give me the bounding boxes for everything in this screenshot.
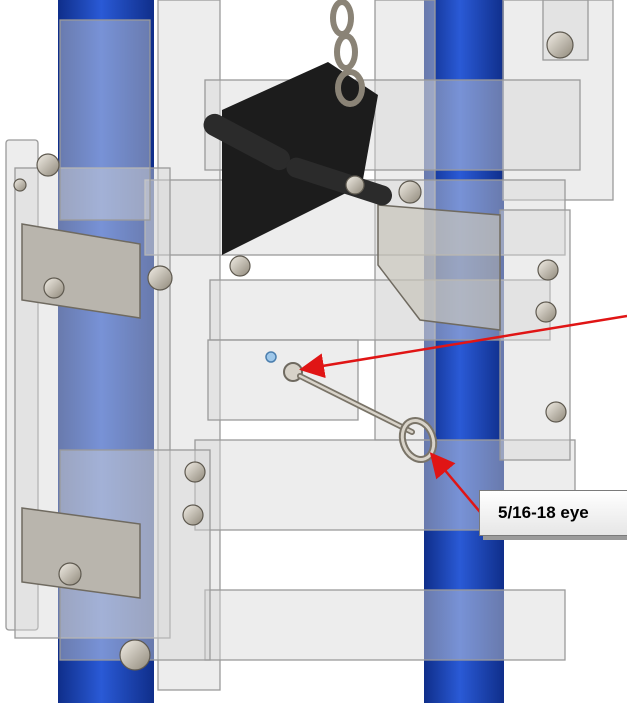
- chain-links: [330, 0, 365, 107]
- eye-bolt-callout: 5/16-18 eye: [479, 490, 627, 536]
- lifting-bracket: [203, 62, 393, 255]
- hardware-bolts: [13, 31, 574, 671]
- eye-bolt-callout-label: 5/16-18 eye: [498, 503, 589, 522]
- right-rail: [424, 0, 504, 703]
- eye-bolt-leader-arrow: [429, 452, 481, 513]
- mounting-plates: [21, 204, 501, 599]
- washer-leader-arrow: [299, 314, 627, 379]
- leader-arrows: [299, 314, 627, 513]
